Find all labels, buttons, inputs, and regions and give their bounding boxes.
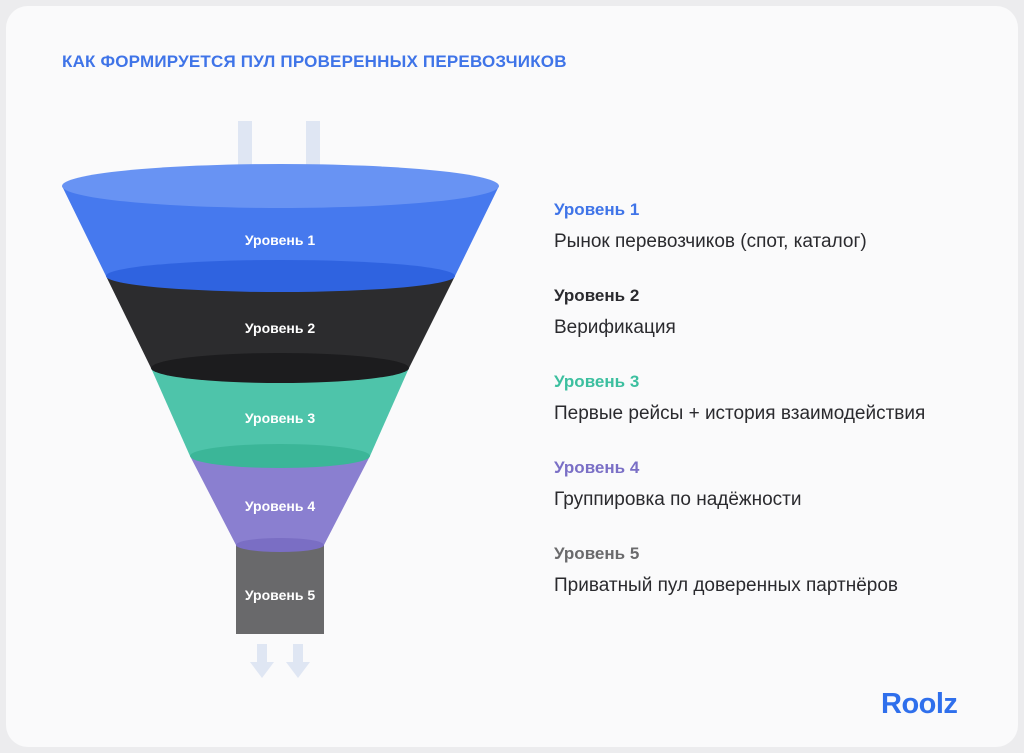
legend-item-5: Уровень 5 Приватный пул доверенных партн… xyxy=(554,544,925,630)
legend-description: Приватный пул доверенных партнёров xyxy=(554,575,898,596)
legend-item-1: Уровень 1 Рынок перевозчиков (спот, ката… xyxy=(554,200,925,286)
legend-description: Первые рейсы + история взаимодействия xyxy=(554,403,926,424)
funnel-level-5: Уровень 5 xyxy=(236,538,324,634)
funnel-level-label: Уровень 3 xyxy=(245,410,315,426)
legend-title: Уровень 3 xyxy=(554,372,640,391)
funnel-level-1: Уровень 1 xyxy=(62,164,499,276)
legend: Уровень 1 Рынок перевозчиков (спот, ката… xyxy=(554,200,925,630)
legend-title: Уровень 4 xyxy=(554,458,640,477)
legend-description: Рынок перевозчиков (спот, каталог) xyxy=(554,231,867,252)
roolz-logo: Roolz xyxy=(881,688,958,720)
legend-title: Уровень 1 xyxy=(554,200,640,219)
funnel-level-2: Уровень 2 xyxy=(106,260,455,368)
arrow-down-icon xyxy=(286,644,310,678)
arrow-down-icon xyxy=(250,644,274,678)
funnel-level-4: Уровень 4 xyxy=(190,444,370,545)
funnel-level-label: Уровень 5 xyxy=(245,587,315,603)
legend-title: Уровень 2 xyxy=(554,286,640,305)
funnel-level-label: Уровень 4 xyxy=(245,498,315,514)
funnel-level-label: Уровень 2 xyxy=(245,320,315,336)
legend-description: Верификация xyxy=(554,317,676,338)
legend-description: Группировка по надёжности xyxy=(554,489,802,510)
legend-item-4: Уровень 4 Группировка по надёжности xyxy=(554,458,925,544)
legend-title: Уровень 5 xyxy=(554,544,640,563)
funnel-level-label: Уровень 1 xyxy=(245,232,315,248)
page-title: КАК ФОРМИРУЕТСЯ ПУЛ ПРОВЕРЕННЫХ ПЕРЕВОЗЧ… xyxy=(62,52,567,71)
legend-item-3: Уровень 3 Первые рейсы + история взаимод… xyxy=(554,372,925,458)
legend-item-2: Уровень 2 Верификация xyxy=(554,286,925,372)
funnel-level-3: Уровень 3 xyxy=(151,353,409,456)
